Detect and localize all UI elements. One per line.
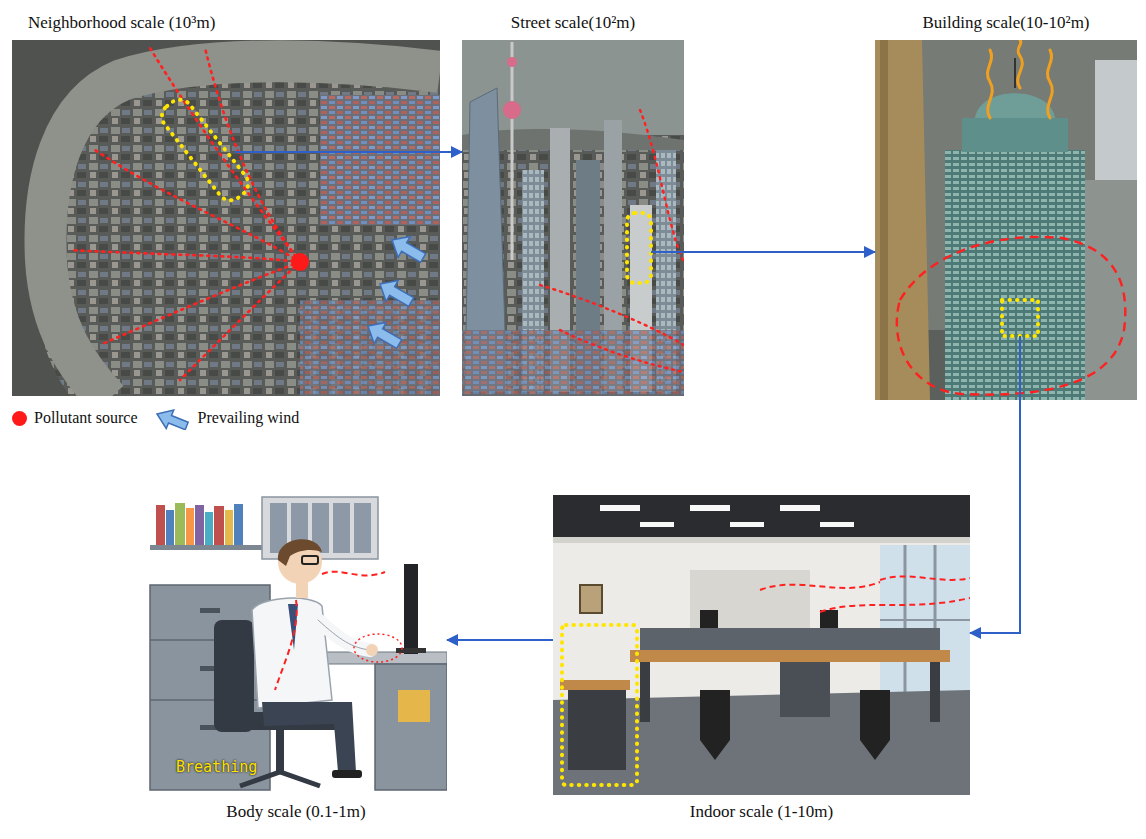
- scale-heading: Body scale (0.1-1m): [226, 801, 365, 823]
- legend-text: Prevailing wind: [198, 409, 300, 427]
- flow-arrow: [440, 151, 462, 153]
- scale-panel: Street scale(10²m): [462, 40, 684, 396]
- scale-heading: Building scale(10-10²m): [922, 12, 1089, 34]
- wind-arrow-symbol: [152, 406, 192, 430]
- legend-item: Prevailing wind: [152, 406, 300, 430]
- source-dot: [12, 411, 27, 426]
- flow-arrow: [447, 639, 553, 641]
- scale-panel: Neighborhood scale (10³m): [12, 40, 440, 396]
- legend-item: Pollutant source: [12, 409, 138, 427]
- flow-arrow: [970, 400, 1020, 633]
- scale-heading: Indoor scale (1-10m): [690, 801, 834, 823]
- legend: Pollutant source Prevailing wind: [12, 406, 313, 430]
- legend-text: Pollutant source: [34, 409, 138, 427]
- scale-heading: Street scale(10²m): [511, 12, 636, 34]
- flow-arrow: [684, 251, 875, 253]
- scale-heading: Neighborhood scale (10³m): [28, 12, 215, 34]
- scale-panel: Body scale (0.1-1m): [145, 495, 447, 795]
- breathing-label: Breathing: [176, 758, 257, 776]
- scale-panel: Indoor scale (1-10m): [553, 495, 970, 795]
- scale-panel: Building scale(10-10²m): [875, 40, 1137, 400]
